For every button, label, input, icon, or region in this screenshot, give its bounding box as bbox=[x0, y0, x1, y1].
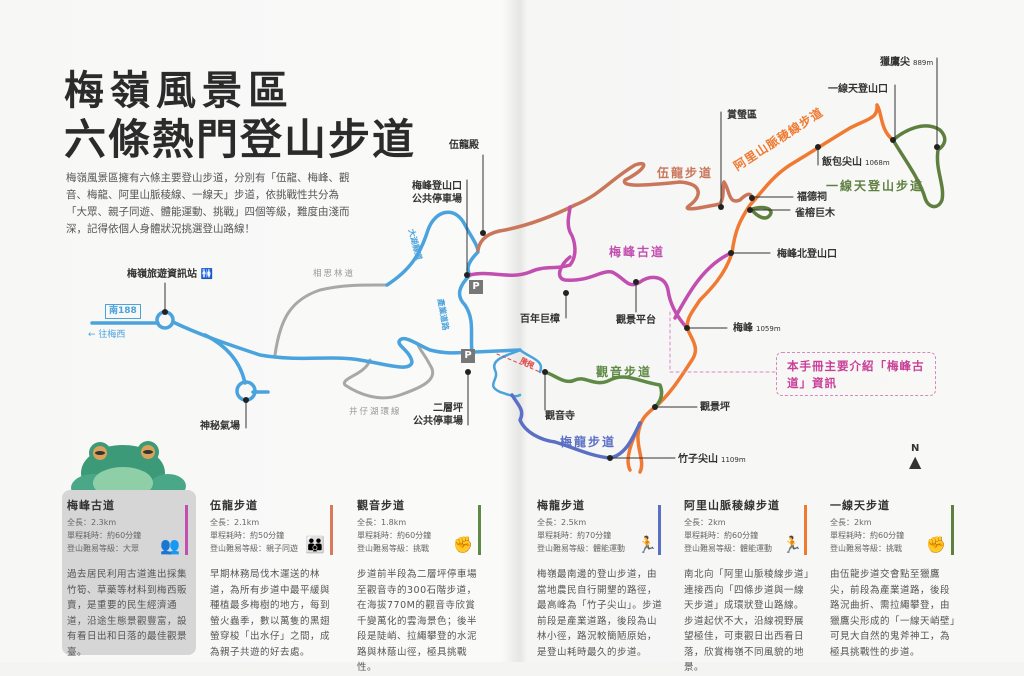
mystic-field-label: 神秘氣場 bbox=[200, 421, 240, 432]
trail-color-bar bbox=[330, 505, 333, 555]
runner-icon: 🏃 bbox=[782, 535, 802, 554]
meifeng-trail-label: 梅峰古道 bbox=[609, 245, 666, 259]
meifeng-trailhead-label: 梅峰登山口公共停車場 bbox=[412, 181, 462, 205]
trail-card-guanyin[interactable]: 觀音步道 全長：1.8km 單程耗時：約60分鐘 登山難易等級：挑戰 ✊ 步道前… bbox=[357, 497, 485, 673]
firefly-area-label: 賞螢區 bbox=[727, 110, 757, 121]
leader-lines bbox=[164, 57, 938, 459]
guanjing-label: 觀景坪 bbox=[700, 402, 730, 413]
trail-card-meifeng[interactable]: 梅峰古道 全長：2.3km 單程耗時：約60分鐘 登山難易等級：大眾 👥 過去居… bbox=[62, 490, 196, 658]
trail-card-yixiantian[interactable]: 一線天步道 全長：2km 單程耗時：約60分鐘 登山難易等級：挑戰 ✊ 由伍龍步… bbox=[830, 499, 956, 658]
wulong-trail bbox=[476, 162, 754, 252]
old-camphor-label: 百年巨樟 bbox=[520, 314, 560, 325]
north-arrow-icon: ▲ bbox=[909, 452, 922, 471]
title-line-2: 六條熱門登山步道 bbox=[64, 115, 417, 164]
trail-color-bar bbox=[951, 505, 954, 555]
title-line-1: 梅嶺風景區 bbox=[64, 67, 294, 114]
trail-map bbox=[90, 57, 947, 474]
fude-shrine-label: 福德祠 bbox=[797, 192, 827, 203]
banyan-tree-label: 雀榕巨木 bbox=[795, 208, 835, 219]
trail-color-bar bbox=[804, 505, 807, 555]
main-road bbox=[90, 320, 522, 369]
yixiantian-trailhead-label: 一線天登山口 bbox=[828, 84, 888, 95]
mystic-branch-road bbox=[203, 333, 270, 394]
meifeng-trail bbox=[468, 205, 733, 330]
guanyin-trail-label: 觀音步道 bbox=[596, 365, 653, 379]
meilong-trail-label: 梅龍步道 bbox=[560, 435, 617, 449]
north-trailhead-label: 梅峰北登山口 bbox=[777, 249, 837, 260]
wulong-temple-label: 伍龍殿 bbox=[449, 140, 479, 151]
xiangsi-forest-road bbox=[273, 283, 389, 357]
to-meixi-label: ← 往梅西 bbox=[88, 330, 126, 340]
visitor-center-label: 梅嶺旅遊資訊站 🚻 bbox=[127, 269, 213, 280]
callout-pointer bbox=[669, 311, 777, 373]
fist-icon: ✊ bbox=[926, 535, 946, 554]
viewing-platform-label: 觀景平台 bbox=[616, 315, 656, 326]
meifeng-callout: 本手冊主要介紹「梅峰古道」資訊 bbox=[776, 352, 936, 396]
fist-icon: ✊ bbox=[453, 535, 473, 554]
jingzaihu-loop-road bbox=[342, 343, 434, 400]
trail-card-meilong[interactable]: 梅龍步道 全長：2.5km 單程耗時：約70分鐘 登山難易等級：體能運動 🏃 梅… bbox=[537, 499, 663, 658]
dahu-county-road bbox=[385, 210, 480, 354]
wulong-trail-label: 伍龍步道 bbox=[657, 166, 714, 180]
yixiantian-trail-label: 一線天登山步道 bbox=[826, 179, 925, 193]
runner-icon: 🏃 bbox=[637, 535, 657, 554]
trail-card-alishan[interactable]: 阿里山脈稜線步道 全長：2km 單程耗時：約60分鐘 登山難易等級：體能運動 🏃… bbox=[684, 499, 810, 673]
jingzaihu-road-label: 井仔湖環線 bbox=[349, 407, 402, 417]
trail-color-bar bbox=[185, 505, 188, 555]
erceng-parking-label: 二層坪公共停車場 bbox=[413, 403, 463, 427]
parking-icon: P bbox=[461, 349, 475, 363]
people-icon: 👥 bbox=[160, 536, 180, 555]
intro-text: 梅嶺風景區擁有六條主要登山步道，分別有「伍龍、梅峰、觀音、梅龍、阿里山脈稜線、一… bbox=[66, 172, 350, 235]
restroom-icon: 🚻 bbox=[200, 269, 213, 280]
guanyin-trail bbox=[543, 370, 664, 409]
xiangsi-road-label: 相思林道 bbox=[313, 269, 356, 279]
parking-icon: P bbox=[469, 280, 483, 294]
erceng-road bbox=[491, 348, 543, 398]
stairs-path bbox=[496, 353, 541, 373]
route-188-sign: 南188 bbox=[105, 304, 141, 319]
trail-color-bar bbox=[478, 505, 481, 555]
family-icon: 👪 bbox=[305, 535, 325, 554]
trail-color-bar bbox=[658, 505, 661, 555]
meilong-trail bbox=[510, 393, 642, 460]
north-arrow: N▲ bbox=[909, 443, 922, 471]
trail-card-wulong[interactable]: 伍龍步道 全長：2.1km 單程耗時：約50分鐘 登山難易等級：親子同遊 👪 早… bbox=[210, 497, 338, 658]
location-dots bbox=[162, 137, 940, 461]
guanyin-temple-label: 觀音寺 bbox=[545, 411, 575, 422]
